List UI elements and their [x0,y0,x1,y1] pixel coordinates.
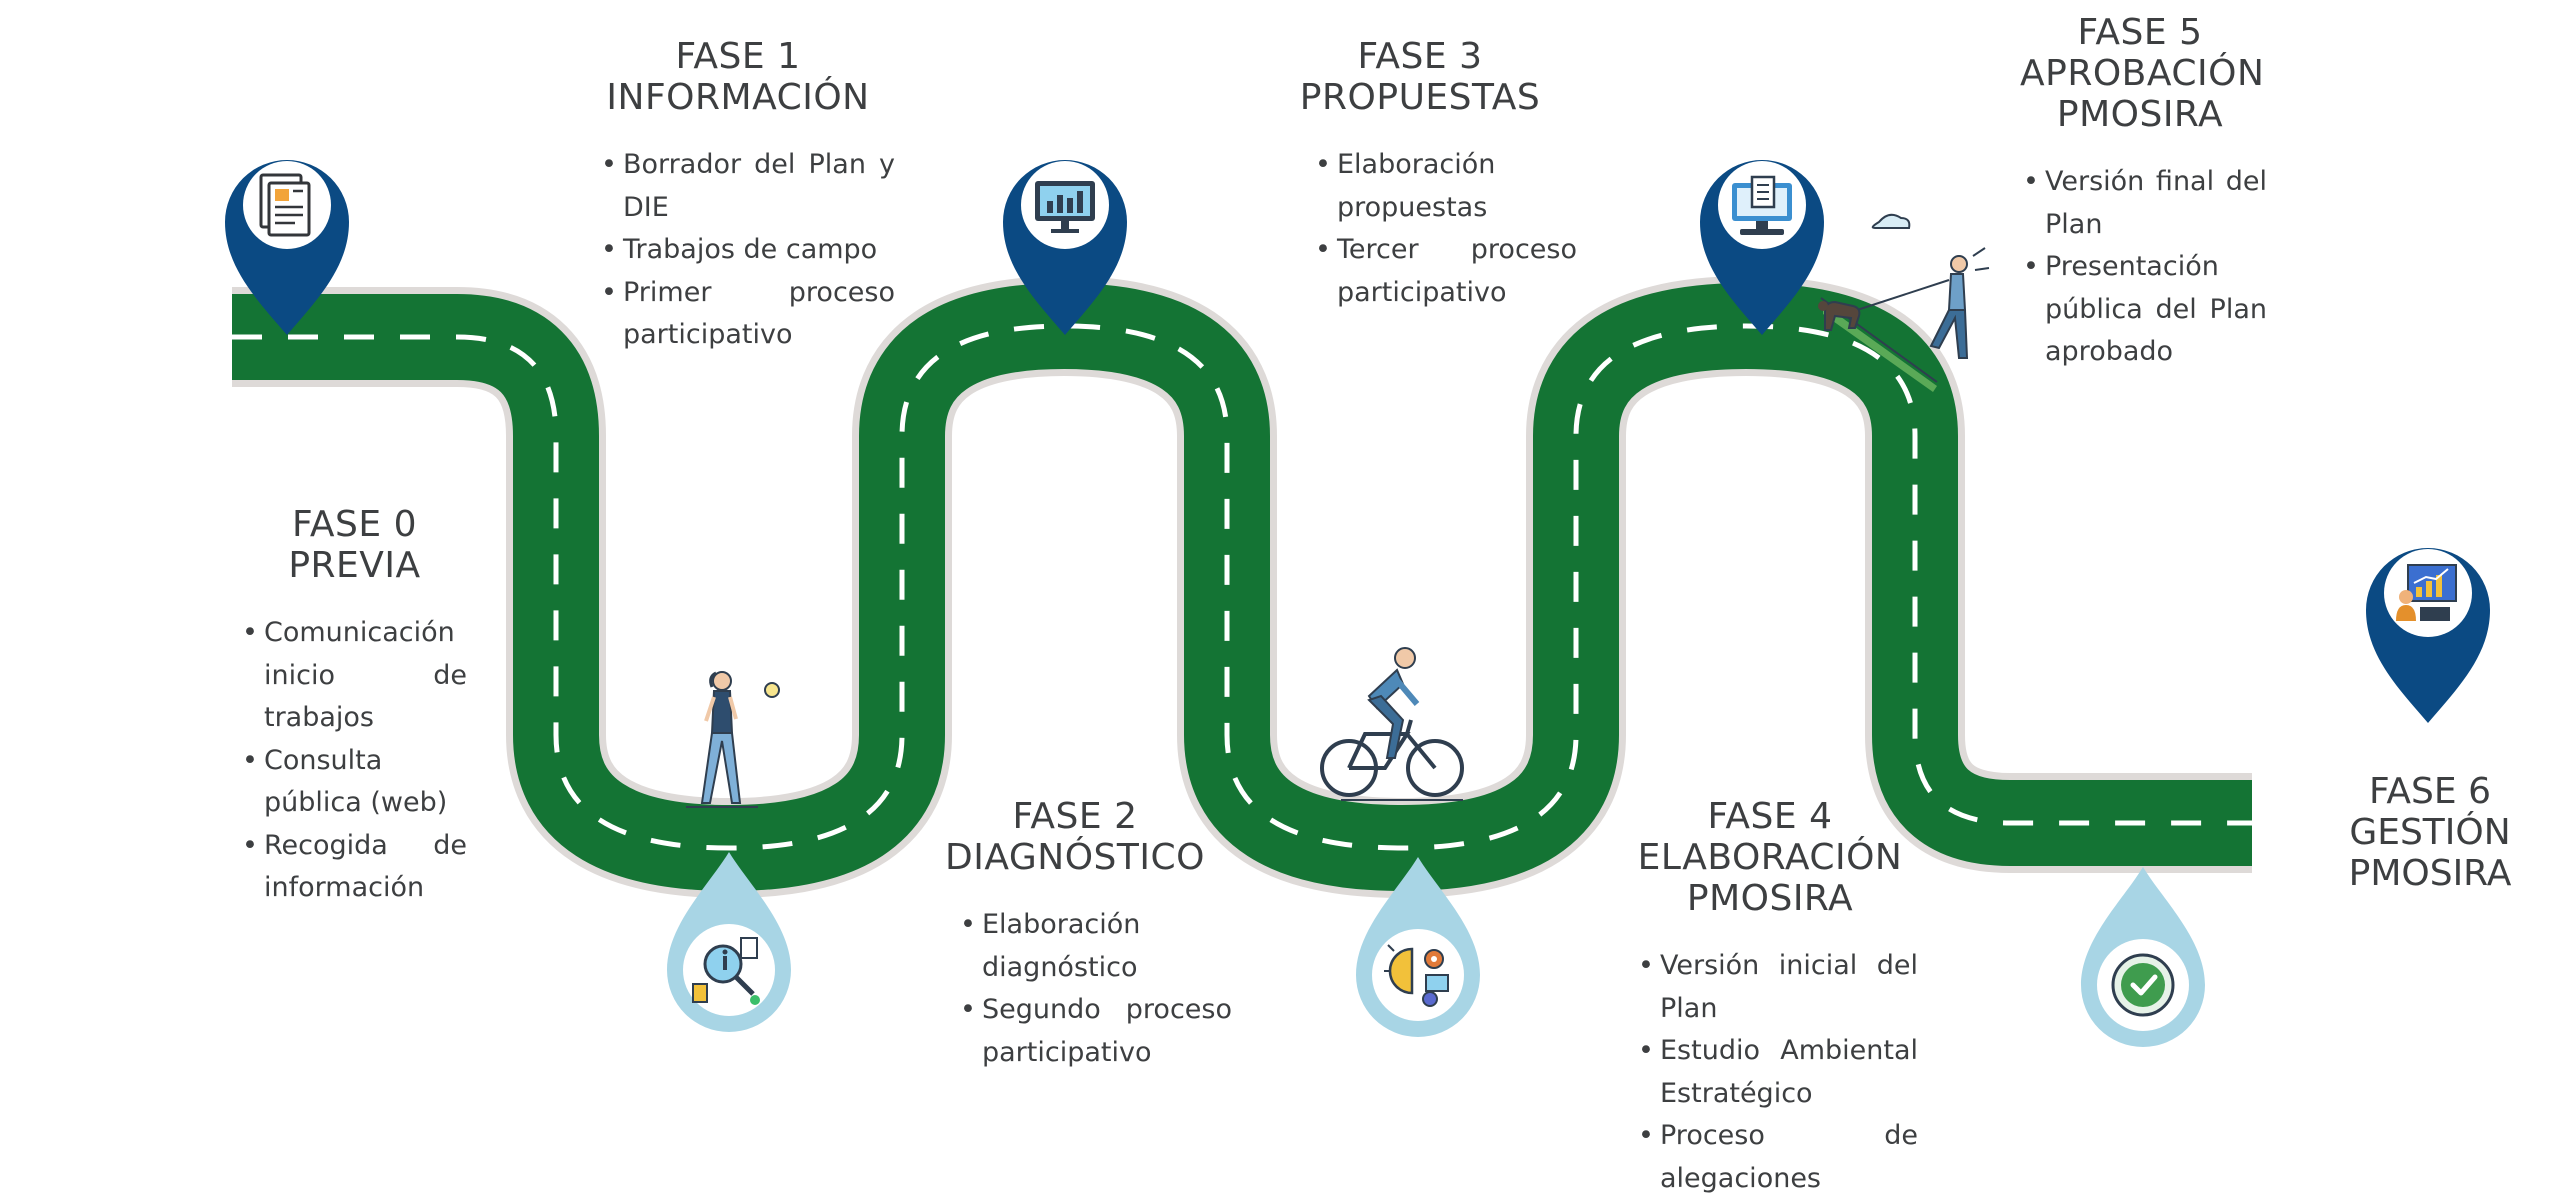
marker-pin-fase2 [1003,160,1127,335]
phase-block-fase6: FASE 6 GESTIÓN PMOSIRA [2330,771,2530,894]
road-surface [232,283,2252,891]
phase-number: FASE 6 [2369,771,2491,812]
cyclist-icon [1320,647,1464,801]
phase-title: FASE 1 INFORMACIÓN [598,36,878,118]
phase-number: FASE 2 [1012,796,1138,837]
computer-document-icon [1732,175,1792,235]
research-magnifier-icon [692,937,760,1005]
phase-name: GESTIÓN [2349,812,2511,853]
phase-number: FASE 0 [292,504,417,545]
phase-title: FASE 4 ELABORACIÓN PMOSIRA [1620,796,1920,919]
phase-task: Trabajos de campo [601,229,895,272]
phase-name: ELABORACIÓN [1637,837,1903,878]
road-lane-marks [232,323,2252,851]
phase-task: Presentación pública del Plan aprobado [2023,246,2267,374]
phase-name: PMOSIRA [2348,853,2512,894]
phase-task-list: Comunicación inicio de trabajos Consulta… [242,612,467,910]
phase-name: APROBACIÓN [2020,53,2265,94]
phase-number: FASE 3 [1357,36,1483,77]
phase-task: Versión final del Plan [2023,161,2267,246]
phase-block-fase2: FASE 2 DIAGNÓSTICO Elaboración diagnósti… [930,796,1232,1074]
phase-number: FASE 5 [2077,12,2203,53]
phase-task: Recogida de información [242,825,467,910]
phase-task-list: Borrador del Plan y DIE Trabajos de camp… [601,144,895,357]
phase-title: FASE 2 DIAGNÓSTICO [930,796,1220,878]
phase-task: Comunicación inicio de trabajos [242,612,467,740]
phase-task: Estudio Ambiental Estratégico [1638,1030,1918,1115]
phase-number: FASE 1 [675,36,801,77]
marker-drop-fase3 [1356,857,1480,1037]
phase-name: INFORMACIÓN [606,77,870,118]
phase-title: FASE 5 APROBACIÓN PMOSIRA [2020,12,2264,135]
phase-title: FASE 3 PROPUESTAS [1290,36,1550,118]
phase-task: Segundo proceso participativo [960,989,1232,1074]
phase-block-fase3: FASE 3 PROPUESTAS Elaboración propuestas… [1290,36,1580,314]
phase-block-fase5: FASE 5 APROBACIÓN PMOSIRA Versión final … [2020,12,2280,374]
phase-task: Primer proceso participativo [601,272,895,357]
phase-block-fase4: FASE 4 ELABORACIÓN PMOSIRA Versión inici… [1620,796,1920,1197]
phase-task: Elaboración diagnóstico [960,904,1232,989]
phase-number: FASE 4 [1707,796,1833,837]
phase-task: Tercer proceso participativo [1315,229,1577,314]
walking-woman-icon [686,671,780,808]
phase-title: FASE 0 PREVIA [242,504,467,586]
phase-name: PREVIA [288,545,421,586]
marker-pin-fase4 [1700,160,1824,335]
presentation-chart-icon [2396,564,2457,621]
phase-task-list: Versión final del Plan Presentación públ… [2023,161,2267,374]
phase-name: PROPUESTAS [1299,77,1541,118]
phase-name: PMOSIRA [2056,94,2224,135]
phase-name: DIAGNÓSTICO [945,837,1205,878]
documents-icon [259,173,311,237]
phase-task-list: Elaboración propuestas Tercer proceso pa… [1315,144,1577,314]
marker-pin-fase0 [225,160,349,335]
hiker-with-dog-icon [1818,213,1990,392]
marker-drop-fase1 [667,852,791,1032]
phase-task: Versión inicial del Plan [1638,945,1918,1030]
phase-task: Elaboración propuestas [1315,144,1577,229]
phase-name: PMOSIRA [1686,878,1854,919]
phase-task-list: Elaboración diagnóstico Segundo proceso … [960,904,1232,1074]
marker-pin-fase6 [2366,548,2490,723]
idea-gears-icon [1384,944,1449,1007]
phase-block-fase0: FASE 0 PREVIA Comunicación inicio de tra… [242,504,467,910]
phase-task: Proceso de alegaciones [1638,1115,1918,1197]
phase-task: Consulta pública (web) [242,740,467,825]
marker-drop-fase5 [2081,867,2205,1047]
phase-block-fase1: FASE 1 INFORMACIÓN Borrador del Plan y D… [598,36,895,357]
phase-task: Borrador del Plan y DIE [601,144,895,229]
checkmark-icon [2111,953,2175,1017]
phase-task-list: Versión inicial del Plan Estudio Ambient… [1638,945,1918,1197]
monitor-chart-icon [1035,181,1095,233]
